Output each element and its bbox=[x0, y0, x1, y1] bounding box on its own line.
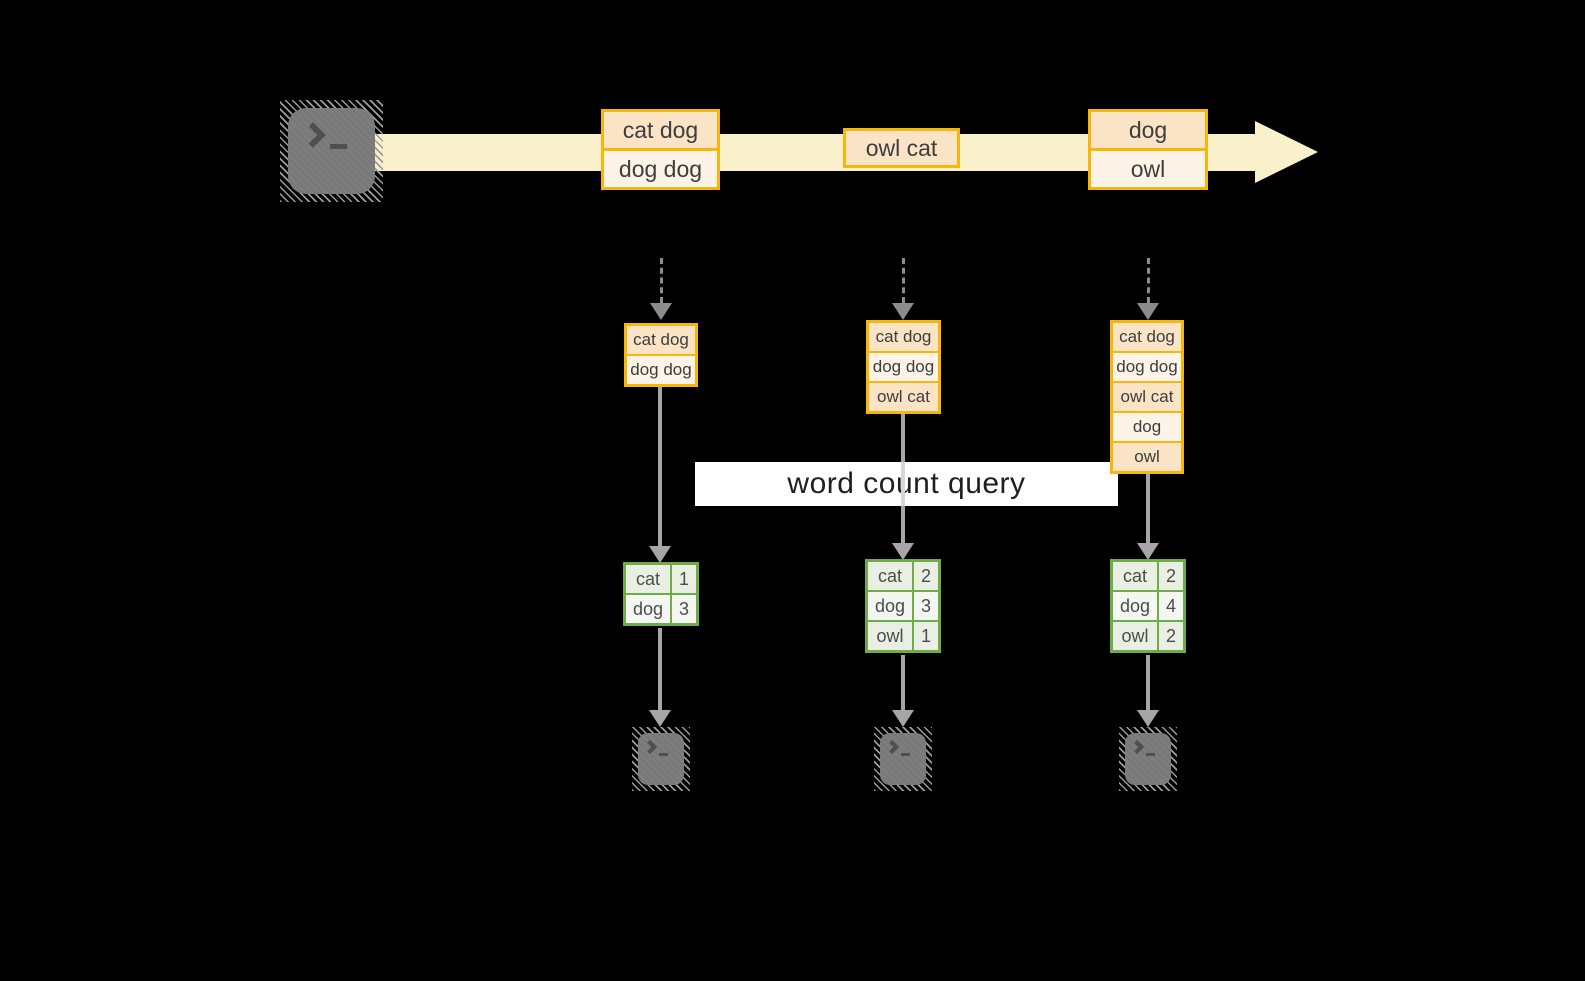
arrow-shaft bbox=[1146, 258, 1150, 303]
batch-item: dog bbox=[1091, 112, 1205, 148]
stream-batch-3: dog owl bbox=[1088, 109, 1208, 190]
word-cell: dog bbox=[626, 595, 670, 623]
word-cell: owl bbox=[868, 622, 912, 650]
batch-item: dog dog bbox=[604, 148, 717, 187]
arrow-head-icon bbox=[649, 710, 671, 727]
word-count-table-2: cat 2 dog 3 owl 1 bbox=[865, 559, 941, 653]
word-cell: cat bbox=[1113, 562, 1157, 590]
terminal-prompt-icon bbox=[300, 122, 326, 148]
word-count-table-3: cat 2 dog 4 owl 2 bbox=[1110, 559, 1186, 653]
arrow-head-icon bbox=[1137, 543, 1159, 560]
stack-row: cat dog bbox=[1113, 323, 1181, 351]
output-terminal-icon-2 bbox=[874, 727, 932, 791]
batch-item: owl cat bbox=[846, 131, 957, 165]
output-terminal-icon-1 bbox=[632, 727, 690, 791]
stack-row: cat dog bbox=[627, 326, 695, 354]
query-label-crossing-line bbox=[901, 462, 905, 506]
stack-row: cat dog bbox=[869, 323, 938, 351]
word-count-table-1: cat 1 dog 3 bbox=[623, 562, 699, 626]
query-label-text: word count query bbox=[787, 467, 1026, 500]
terminal-screen bbox=[288, 108, 375, 194]
count-cell: 2 bbox=[1159, 622, 1183, 650]
arrow-head-icon bbox=[1137, 303, 1159, 320]
terminal-screen bbox=[638, 733, 684, 785]
terminal-cursor-icon bbox=[330, 144, 347, 149]
stack-row: dog dog bbox=[627, 354, 695, 384]
output-arrow-3 bbox=[1137, 655, 1159, 727]
microbatch-arrow-3 bbox=[1137, 258, 1159, 320]
stream-batch-2: owl cat bbox=[843, 128, 960, 168]
stack-row: owl bbox=[1113, 441, 1181, 471]
word-cell: cat bbox=[868, 562, 912, 590]
word-cell: dog bbox=[868, 592, 912, 620]
arrow-head-icon bbox=[1137, 710, 1159, 727]
arrow-shaft bbox=[1146, 655, 1150, 710]
stack-row: owl cat bbox=[1113, 381, 1181, 411]
output-arrow-2 bbox=[892, 655, 914, 727]
accumulated-stack-1: cat dog dog dog bbox=[624, 323, 698, 387]
arrow-head-icon bbox=[892, 710, 914, 727]
stream-arrowhead-icon bbox=[1255, 121, 1318, 183]
stream-batch-1: cat dog dog dog bbox=[601, 109, 720, 190]
arrow-shaft bbox=[659, 258, 663, 303]
accumulated-stack-3: cat dog dog dog owl cat dog owl bbox=[1110, 320, 1184, 474]
arrow-head-icon bbox=[892, 543, 914, 560]
count-cell: 1 bbox=[914, 622, 938, 650]
terminal-cursor-icon bbox=[659, 753, 668, 756]
terminal-screen bbox=[880, 733, 926, 785]
word-count-query-label: word count query bbox=[695, 462, 1118, 506]
arrow-head-icon bbox=[649, 546, 671, 563]
batch-item: cat dog bbox=[604, 112, 717, 148]
stack-row: owl cat bbox=[869, 381, 938, 411]
terminal-prompt-icon bbox=[642, 739, 658, 755]
arrow-shaft bbox=[1146, 474, 1150, 543]
accumulated-stack-2: cat dog dog dog owl cat bbox=[866, 320, 941, 414]
stack-row: dog dog bbox=[869, 351, 938, 381]
arrow-shaft bbox=[658, 387, 662, 546]
source-terminal-icon bbox=[280, 100, 383, 202]
terminal-prompt-icon bbox=[884, 739, 900, 755]
stack-row: dog dog bbox=[1113, 351, 1181, 381]
count-cell: 4 bbox=[1159, 592, 1183, 620]
word-cell: owl bbox=[1113, 622, 1157, 650]
microbatch-arrow-2 bbox=[892, 258, 914, 320]
arrow-shaft bbox=[901, 655, 905, 710]
word-cell: dog bbox=[1113, 592, 1157, 620]
terminal-cursor-icon bbox=[901, 753, 910, 756]
word-cell: cat bbox=[626, 565, 670, 593]
output-terminal-icon-3 bbox=[1119, 727, 1177, 791]
stack-row: dog bbox=[1113, 411, 1181, 441]
terminal-prompt-icon bbox=[1129, 739, 1145, 755]
count-cell: 3 bbox=[672, 595, 696, 623]
query-arrow-3 bbox=[1137, 474, 1159, 560]
count-cell: 2 bbox=[1159, 562, 1183, 590]
terminal-screen bbox=[1125, 733, 1171, 785]
arrow-head-icon bbox=[892, 303, 914, 320]
count-cell: 3 bbox=[914, 592, 938, 620]
arrow-head-icon bbox=[650, 303, 672, 320]
arrow-shaft bbox=[901, 258, 905, 303]
terminal-cursor-icon bbox=[1146, 753, 1155, 756]
microbatch-arrow-1 bbox=[650, 258, 672, 320]
batch-item: owl bbox=[1091, 148, 1205, 187]
count-cell: 2 bbox=[914, 562, 938, 590]
query-arrow-1 bbox=[649, 387, 671, 563]
count-cell: 1 bbox=[672, 565, 696, 593]
arrow-shaft bbox=[658, 628, 662, 710]
output-arrow-1 bbox=[649, 628, 671, 727]
